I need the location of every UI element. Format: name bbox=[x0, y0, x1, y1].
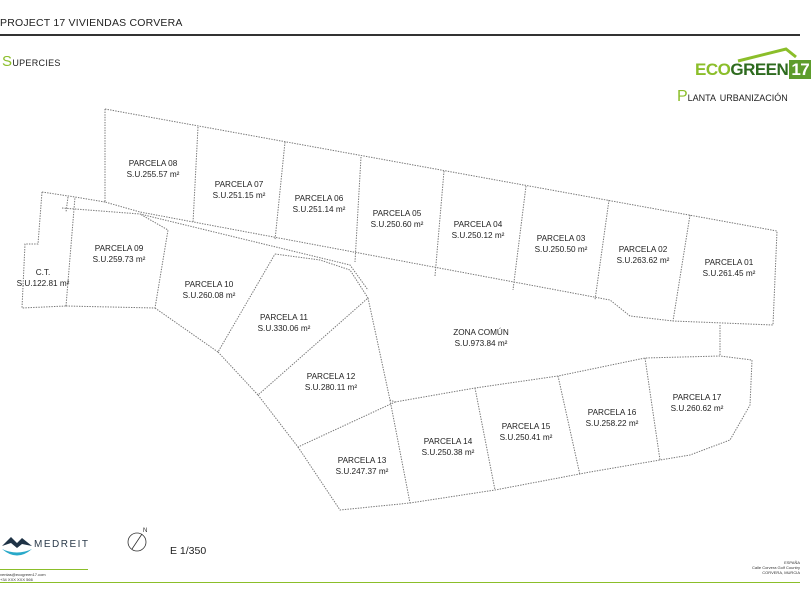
plan-title: Planta urbanización bbox=[677, 88, 788, 106]
plot-label-name: PARCELA 09 bbox=[95, 244, 144, 253]
logo-roof-icon bbox=[737, 47, 797, 63]
scale-label: E 1/350 bbox=[170, 545, 207, 557]
company-name: MEDREIT bbox=[34, 539, 90, 550]
plot-label-area: S.U.250.38 m² bbox=[422, 448, 475, 457]
plot-label-name: PARCELA 14 bbox=[424, 437, 473, 446]
plot-label-area: S.U.251.15 m² bbox=[213, 191, 266, 200]
plot-label-name: PARCELA 08 bbox=[129, 159, 178, 168]
logo-green: GREEN bbox=[730, 60, 789, 79]
logo-eco: ECO bbox=[695, 60, 731, 79]
plot-label-name: PARCELA 11 bbox=[260, 313, 308, 322]
plot-label-area: S.U.263.62 m² bbox=[617, 256, 670, 265]
plot-label-name: PARCELA 01 bbox=[705, 258, 754, 267]
plot-label-area: S.U.261.45 m² bbox=[703, 269, 756, 278]
plot-label-name: PARCELA 05 bbox=[373, 209, 422, 218]
plot-label-area: S.U.259.73 m² bbox=[93, 255, 146, 264]
contact-info: ventas@ecogreen17.com +34 XXX XXX 566 bbox=[0, 572, 46, 582]
section-title: Supercies bbox=[2, 53, 61, 70]
plot-label-name: PARCELA 03 bbox=[537, 234, 586, 243]
plot-label-name: PARCELA 06 bbox=[295, 194, 344, 203]
plot-label-area: S.U.330.06 m² bbox=[258, 324, 311, 333]
address-info: ESPAÑA Calle Corvera Golf Country CORVER… bbox=[752, 560, 800, 575]
footer-divider-short bbox=[0, 569, 88, 570]
medreit-logo-icon bbox=[2, 537, 32, 556]
plot-label-area: S.U.122.81 m² bbox=[17, 279, 70, 288]
plot-label-name: C.T. bbox=[36, 268, 51, 277]
plot-label-name: PARCELA 07 bbox=[215, 180, 264, 189]
plot-label-name: PARCELA 10 bbox=[185, 280, 234, 289]
north-arrow-icon: N bbox=[127, 528, 147, 552]
plot-label-name: PARCELA 12 bbox=[307, 372, 356, 381]
plot-label-area: S.U.258.22 m² bbox=[586, 419, 639, 428]
plot-label-area: S.U.247.37 m² bbox=[336, 467, 389, 476]
plot-label-area: S.U.973.84 m² bbox=[455, 339, 508, 348]
plot-label-area: S.U.250.50 m² bbox=[535, 245, 588, 254]
plot-boundaries bbox=[21, 108, 778, 511]
footer-divider bbox=[0, 582, 800, 583]
address-city: CORVERA, MURCIA bbox=[762, 570, 800, 575]
plot-label-name: PARCELA 16 bbox=[588, 408, 637, 417]
plot-label-name: PARCELA 17 bbox=[673, 393, 722, 402]
header-bar: PROJECT 17 VIVIENDAS CORVERA bbox=[0, 0, 800, 36]
plot-label-name: PARCELA 13 bbox=[338, 456, 387, 465]
plot-label-area: S.U.260.08 m² bbox=[183, 291, 236, 300]
plot-label-area: S.U.255.57 m² bbox=[127, 170, 180, 179]
plot-label-area: S.U.250.41 m² bbox=[500, 433, 553, 442]
plot-label-name: PARCELA 04 bbox=[454, 220, 503, 229]
plot-label-name: PARCELA 02 bbox=[619, 245, 668, 254]
plot-label-name: ZONA COMÚN bbox=[453, 327, 509, 337]
plot-label-name: PARCELA 15 bbox=[502, 422, 551, 431]
contact-phone: +34 XXX XXX 566 bbox=[0, 577, 33, 582]
plot-label-area: S.U.280.11 m² bbox=[305, 383, 357, 392]
section-title-initial: S bbox=[2, 53, 13, 70]
address-place: Calle Corvera Golf Country bbox=[751, 565, 800, 570]
contact-email: ventas@ecogreen17.com bbox=[0, 572, 46, 577]
plan-title-initial: P bbox=[677, 88, 688, 105]
north-label: N bbox=[143, 528, 147, 534]
logo-number: 17 bbox=[789, 60, 811, 79]
plot-label-area: S.U.250.12 m² bbox=[452, 231, 505, 240]
project-title: PROJECT 17 VIVIENDAS CORVERA bbox=[0, 17, 183, 29]
plot-label-area: S.U.251.14 m² bbox=[293, 205, 346, 214]
plot-label-area: S.U.260.62 m² bbox=[671, 404, 724, 413]
address-country: ESPAÑA bbox=[784, 560, 800, 565]
section-title-rest: upercies bbox=[12, 55, 61, 69]
plot-label-area: S.U.250.60 m² bbox=[371, 220, 424, 229]
plan-title-rest: lanta urbanización bbox=[687, 89, 788, 104]
plot-labels: PARCELA 08 S.U.255.57 m² PARCELA 07 S.U.… bbox=[17, 159, 756, 476]
